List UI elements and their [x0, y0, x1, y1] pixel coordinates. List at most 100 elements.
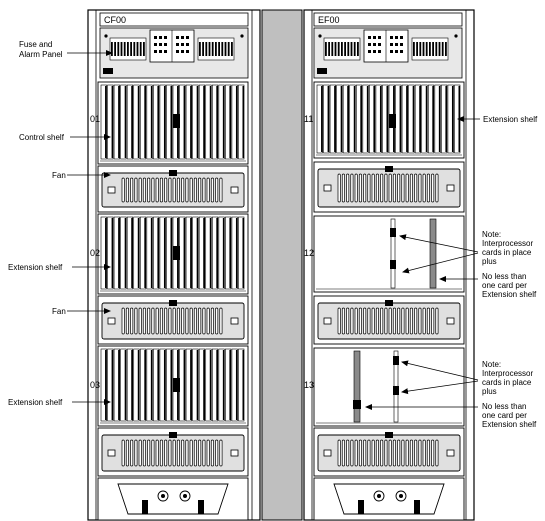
fan-vent-slot	[172, 307, 176, 335]
fan-latch	[230, 449, 239, 457]
fuse	[350, 42, 353, 56]
indicator	[400, 43, 403, 46]
card-edge	[386, 86, 389, 152]
card-edge	[170, 86, 173, 158]
fan-vent-slot	[371, 439, 375, 467]
card-edge	[438, 86, 441, 152]
card-edge	[203, 350, 205, 420]
shelf-id-13: 13	[304, 380, 314, 390]
fan-vent-slot	[159, 177, 163, 203]
fan-vent-slot	[210, 177, 214, 203]
svg-text:Note: Interprocessor: Note: Interprocessor cards in place plus	[482, 230, 535, 266]
fan-vent-slot	[210, 307, 214, 335]
card-edge	[340, 86, 343, 152]
fuse	[353, 42, 356, 56]
card-edge	[196, 350, 199, 420]
fan-vent-slot	[206, 307, 210, 335]
card-edge	[105, 218, 107, 288]
fan-vent-slot	[358, 173, 362, 203]
card-edge	[118, 86, 120, 158]
extension-card	[429, 218, 437, 289]
left-cabinet-base	[97, 477, 249, 521]
note-1-line-1: Note:	[482, 230, 501, 239]
fan-latch	[323, 184, 332, 192]
fan-vent-slot	[388, 307, 392, 335]
fan-vent-slot	[401, 307, 405, 335]
card-edge	[131, 350, 133, 420]
card-edge	[216, 350, 218, 420]
interprocessor-card	[390, 218, 396, 289]
fuse	[331, 42, 334, 56]
fan-vent-slot	[189, 177, 193, 203]
card-edge	[412, 86, 415, 152]
fuse	[419, 42, 422, 56]
indicator	[164, 43, 167, 46]
fan-vent-slot	[155, 439, 159, 467]
fan-vent-slot	[198, 177, 202, 203]
card-edge	[183, 350, 186, 420]
fan-vent-slot	[151, 439, 155, 467]
fan-vent-slot	[155, 177, 159, 203]
fan-latch	[107, 317, 116, 325]
fan-vent-slot	[130, 177, 134, 203]
card-edge	[131, 218, 133, 288]
fan-vent-slot	[384, 307, 388, 335]
extension-card	[353, 350, 361, 423]
right-fan-2	[313, 295, 465, 345]
fan-vent-slot	[392, 307, 396, 335]
fan-vent-slot	[151, 177, 155, 203]
screw	[454, 34, 458, 38]
callout-extension-shelf-right: Extension shelf	[457, 115, 538, 124]
indicator	[164, 36, 167, 39]
fan-vent-slot	[130, 439, 134, 467]
fan-vent-slot	[422, 307, 426, 335]
fan-vent-slot	[215, 177, 219, 203]
screw	[240, 34, 244, 38]
fuse	[127, 42, 129, 56]
left-control-shelf	[97, 81, 249, 165]
svg-text:Note: Interprocessor: Note: Interprocessor cards in place plus	[482, 360, 535, 396]
fan-vent-slot	[134, 177, 138, 203]
fan-vent-slot	[435, 439, 439, 467]
card-edge	[360, 86, 362, 152]
fan-status-indicator	[169, 432, 177, 438]
fan-vent-slot	[193, 177, 197, 203]
fan-vent-slot	[409, 307, 413, 335]
note-1-line-2: Interprocessor	[482, 239, 533, 248]
left-fuse-alarm-panel	[99, 27, 249, 79]
cabinet-divider	[261, 9, 303, 521]
indicator	[176, 43, 179, 46]
indicator	[186, 43, 189, 46]
card-edge	[144, 350, 146, 420]
svg-text:No less than one card pe: No less than one card per Extension shel…	[482, 272, 537, 299]
card-edge	[406, 86, 408, 152]
base-foot	[142, 500, 148, 514]
card-handle	[393, 356, 399, 365]
fan-vent-slot	[422, 173, 426, 203]
left-extension-shelf-02	[97, 213, 249, 295]
fuse	[202, 42, 204, 56]
fuse-panel-label-line1: Fuse and	[19, 40, 52, 49]
card-edge	[203, 218, 205, 288]
interprocessor-card-handle	[173, 378, 180, 392]
fan-vent-slot	[202, 439, 206, 467]
extension-shelf-label-1: Extension shelf	[8, 263, 63, 272]
fan-vent-slot	[388, 173, 392, 203]
fan-vent-slot	[147, 439, 151, 467]
fan-vent-slot	[138, 307, 142, 335]
card-edge	[229, 350, 232, 420]
card-edge	[445, 86, 448, 152]
fan-vent-slot	[147, 307, 151, 335]
card-edge	[190, 218, 192, 288]
fan-vent-slot	[337, 439, 341, 467]
card-edge	[137, 218, 140, 288]
fan-vent-slot	[371, 307, 375, 335]
fan-vent-slot	[375, 439, 379, 467]
indicator	[400, 50, 403, 53]
fan-vent-slot	[147, 177, 151, 203]
cable-port-center	[161, 494, 165, 498]
card-edge	[229, 86, 232, 158]
fan-vent-slot	[401, 439, 405, 467]
fan-vent-slot	[375, 307, 379, 335]
card-edge	[124, 218, 127, 288]
